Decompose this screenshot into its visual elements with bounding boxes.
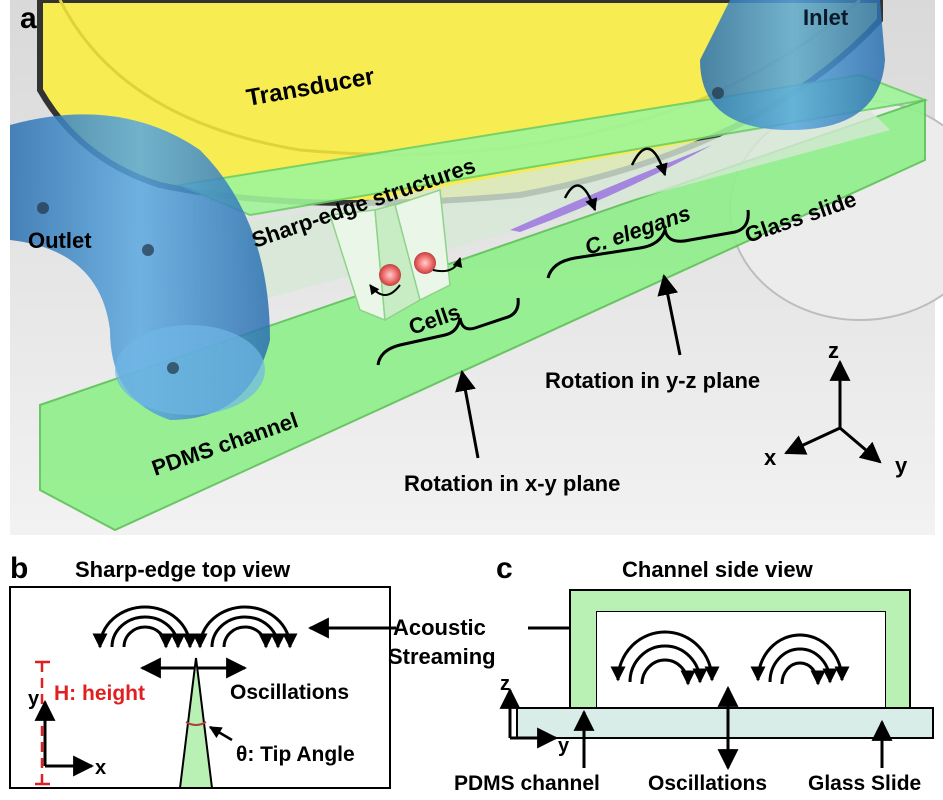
panel-c-letter: c (496, 552, 513, 585)
acoustic-streaming-line2: Streaming (388, 644, 496, 669)
panel-b-letter: b (10, 552, 28, 585)
outlet-label: Outlet (28, 228, 92, 253)
inlet-label: Inlet (803, 5, 849, 30)
panel-c-title: Channel side view (622, 557, 814, 582)
glass-slide-side (516, 707, 934, 739)
panel-b-axes: y x (28, 688, 106, 779)
acoustic-streaming-line1: Acoustic (393, 615, 486, 640)
rotation-xy-arrow (455, 369, 480, 459)
pdms-channel-label-c: PDMS channel (454, 772, 600, 795)
panel-a: z x y a Transducer Inlet Outlet Sharp-ed… (10, 0, 943, 535)
axis-x-label: x (764, 445, 777, 470)
panel-c-axis-y: y (558, 735, 570, 757)
tip-angle-label: θ: Tip Angle (236, 743, 355, 766)
outlet-tube-opening (115, 325, 265, 415)
rotation-yz-label: Rotation in y-z plane (545, 368, 760, 393)
rotation-xy-label: Rotation in x-y plane (404, 471, 620, 496)
worm-rotation-arrow (563, 184, 598, 212)
panel-a-letter: a (20, 2, 37, 35)
panel-c-axis-z: z (500, 673, 510, 695)
axes-triad: z x y (764, 338, 908, 478)
streaming-vortex-left (92, 605, 198, 649)
channel-vortex-left (610, 630, 720, 686)
height-indicator (35, 660, 50, 786)
channel-vortex-right (750, 633, 850, 686)
height-label: H: height (54, 682, 145, 705)
channel-cavity (597, 612, 885, 708)
axis-y-label: y (895, 453, 908, 478)
axis-z-label: z (828, 338, 839, 363)
worm-rotation-arrow (630, 147, 668, 177)
cells-brace (376, 297, 520, 366)
glass-slide-label-c: Glass Slide (808, 772, 921, 795)
panel-b-title: Sharp-edge top view (75, 557, 291, 582)
cell (414, 252, 436, 274)
cell-rotation-arrow (432, 257, 463, 273)
oscillations-label-c: Oscillations (648, 772, 767, 795)
cell-rotation-arrow (369, 284, 401, 296)
panel-c-axes: z y (499, 673, 570, 757)
streaming-vortex-right (192, 605, 298, 649)
panel-b-axis-y: y (28, 688, 40, 710)
panel-b: b Sharp-edge top view (9, 552, 391, 789)
rotation-yz-arrow (657, 273, 682, 356)
panel-b-axis-x: x (95, 757, 106, 779)
tip-angle-arrow (208, 725, 233, 742)
oscillations-label-b: Oscillations (230, 681, 349, 704)
c-elegans-brace (546, 209, 750, 279)
cell (379, 264, 401, 286)
panel-c: c Channel side view z y (454, 552, 934, 795)
tip-angle-arc (185, 721, 207, 726)
inlet-tube (700, 0, 885, 130)
acoustic-streaming-callout: Acoustic Streaming (307, 615, 611, 669)
